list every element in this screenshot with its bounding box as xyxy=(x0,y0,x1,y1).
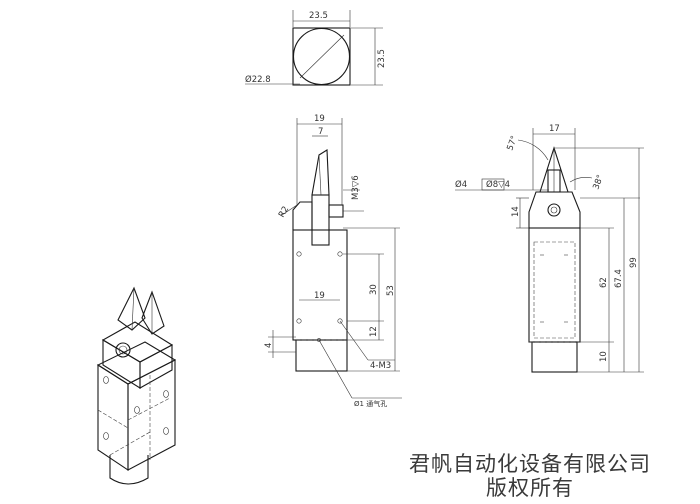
side-view: 17 57° 38° Ø4 Ø8▽4 62 67.4 99 10 14 xyxy=(455,124,644,373)
front-height-30: 30 xyxy=(369,284,379,295)
iso-hole xyxy=(163,427,169,435)
front-finger-dim: 7 xyxy=(318,127,323,137)
side-jaw-block xyxy=(528,191,581,229)
side-height-62: 62 xyxy=(599,277,609,288)
front-jaw-center xyxy=(311,194,330,246)
iso-jaw-right xyxy=(139,344,173,389)
front-hole xyxy=(296,318,302,324)
front-body xyxy=(292,229,348,341)
iso-finger-left xyxy=(117,286,146,331)
top-height-dim: 23.5 xyxy=(377,49,387,68)
side-height-99: 99 xyxy=(629,257,639,268)
isometric-view xyxy=(96,286,177,485)
top-view: 23.5 23.5 Ø22.8 xyxy=(245,10,387,86)
side-angle-57: 57° xyxy=(505,134,520,152)
front-air-port-note: Ø1 通气孔 xyxy=(354,399,387,408)
side-angle-38: 38° xyxy=(591,173,606,191)
iso-hole xyxy=(103,432,109,440)
front-thread-note: M3▽6 xyxy=(351,175,361,200)
front-holes-note: 4-M3 xyxy=(370,361,391,371)
front-hole-spacing-dim: 19 xyxy=(314,291,325,301)
front-width-dim: 19 xyxy=(314,114,325,124)
front-hole xyxy=(296,251,302,257)
side-height-67: 67.4 xyxy=(614,269,624,288)
iso-hole xyxy=(134,406,140,414)
watermark-line1: 君帆自动化设备有限公司 xyxy=(409,452,651,476)
front-radius-note: R2 xyxy=(277,205,291,220)
front-jaw-left xyxy=(292,201,313,230)
side-body xyxy=(528,227,581,343)
side-pin-hole-inner xyxy=(550,206,558,214)
side-width-dim: 17 xyxy=(549,124,560,134)
iso-body-top-face xyxy=(96,341,177,385)
watermark-line2: 版权所有 xyxy=(486,476,574,500)
side-hole-frame xyxy=(481,178,505,191)
front-height-12: 12 xyxy=(369,326,379,337)
iso-hole xyxy=(163,390,169,398)
side-hole-note-a: Ø4 xyxy=(455,179,467,190)
top-width-dim: 23.5 xyxy=(309,11,328,21)
side-height-10: 10 xyxy=(599,351,609,362)
side-pin-hole xyxy=(547,203,561,217)
iso-pin-hole xyxy=(115,342,131,358)
front-finger xyxy=(311,149,330,196)
top-view-circle xyxy=(292,27,351,86)
diameter-leader xyxy=(299,34,345,79)
iso-finger-right xyxy=(141,290,165,335)
side-base xyxy=(531,341,578,373)
iso-body-right-face xyxy=(127,359,176,471)
top-diameter-dim: Ø22.8 xyxy=(245,74,271,85)
iso-base xyxy=(109,455,149,485)
front-hole xyxy=(337,318,343,324)
front-hole xyxy=(337,251,343,257)
front-height-4: 4 xyxy=(264,343,274,348)
iso-pin-hole-inner xyxy=(118,345,128,355)
front-jaw-side xyxy=(328,204,344,218)
side-height-14: 14 xyxy=(511,206,521,217)
front-height-53: 53 xyxy=(386,285,396,296)
iso-hole xyxy=(103,376,109,384)
side-hole-note-b: Ø8▽4 xyxy=(486,179,510,190)
front-view: 19 7 M3▽6 R2 19 30 53 12 4 4-M3 xyxy=(264,114,402,408)
